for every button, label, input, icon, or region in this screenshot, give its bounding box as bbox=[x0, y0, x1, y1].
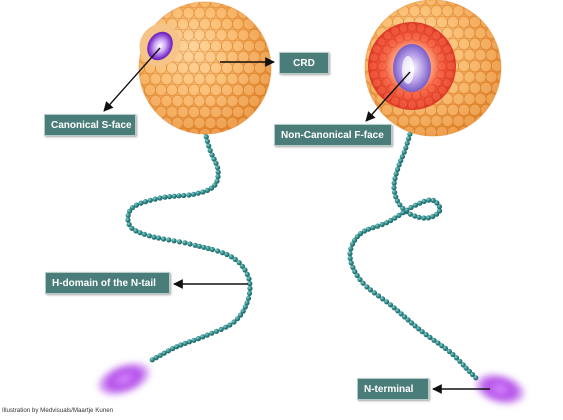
n-tail-chain-left bbox=[125, 129, 253, 363]
n-terminal-label: N-terminal bbox=[357, 378, 429, 400]
n-tail-chain-right bbox=[347, 131, 479, 381]
crd-sphere-left bbox=[138, 1, 272, 135]
arrow-s-face bbox=[103, 47, 161, 112]
s-face-pocket bbox=[147, 31, 173, 61]
crd-sphere-right bbox=[364, 0, 502, 137]
non-canonical-f-face-label: Non-Canonical F-face bbox=[274, 124, 392, 146]
illustration-credit: Illustration by Medvisuals/Maartje Kunen bbox=[2, 407, 114, 414]
arrow-f-face bbox=[365, 71, 411, 122]
canonical-s-face-label: Canonical S-face bbox=[44, 114, 136, 136]
n-terminal-blob-right bbox=[474, 373, 526, 405]
crd-label: CRD bbox=[279, 52, 329, 74]
h-domain-label: H-domain of the N-tail bbox=[45, 272, 170, 294]
n-terminal-blob-left bbox=[97, 361, 151, 397]
